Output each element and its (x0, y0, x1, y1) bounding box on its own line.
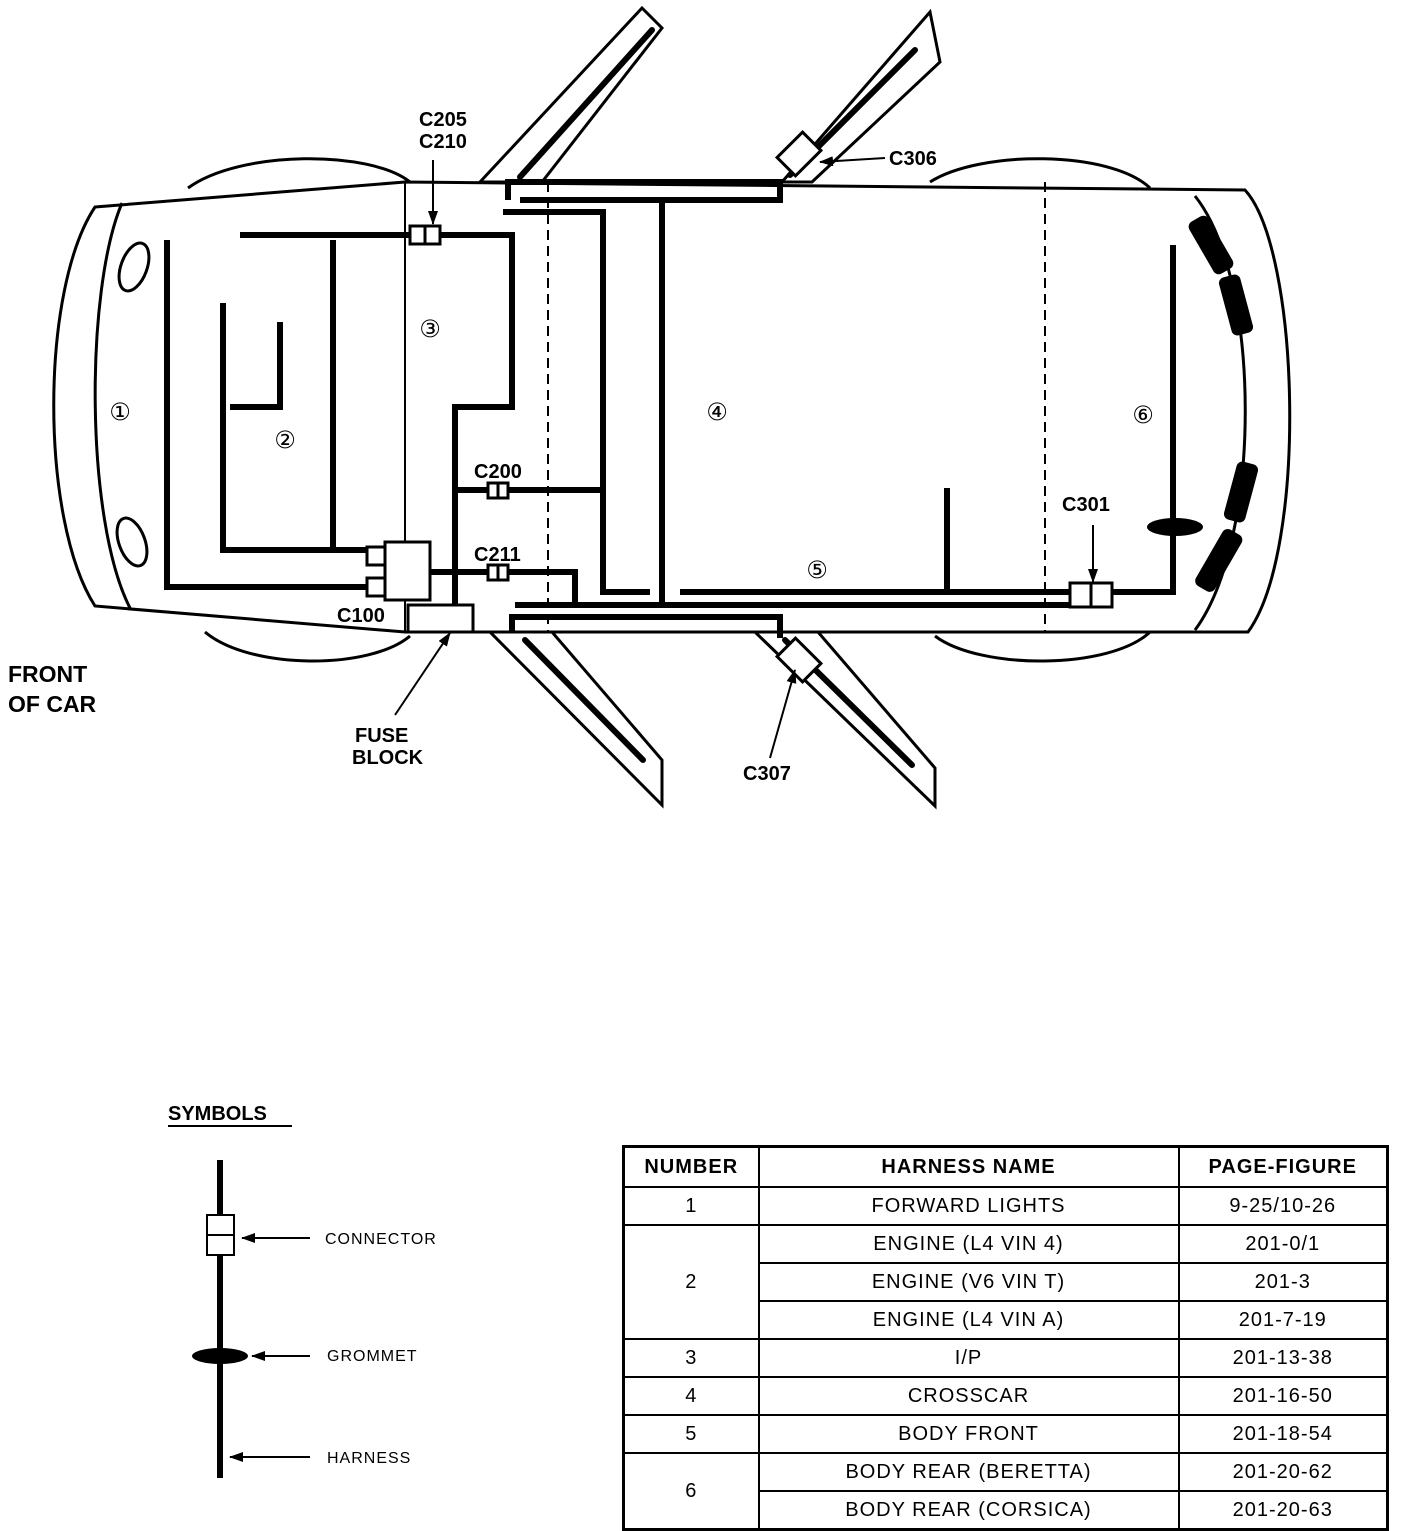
row-number: 6 (622, 1452, 760, 1531)
table-row: 5 BODY FRONT 201-18-54 (622, 1414, 1389, 1454)
table-row: BODY REAR (CORSICA) 201-20-63 (624, 1490, 1389, 1531)
row-harness-name: I/P (757, 1338, 1180, 1378)
zone-label-4: ④ (706, 398, 728, 426)
row-harness-name: ENGINE (L4 VIN 4) (757, 1224, 1180, 1264)
row-harness-name: CROSSCAR (757, 1376, 1180, 1416)
car-body (52, 180, 1292, 634)
row-page-figure: 201-18-54 (1177, 1414, 1389, 1454)
zone-label-5: ⑤ (806, 556, 828, 584)
table-row: ENGINE (V6 VIN T) 201-3 (624, 1262, 1389, 1302)
row-harness-name: ENGINE (L4 VIN A) (757, 1300, 1180, 1340)
connector-label-c301: C301 (1062, 494, 1110, 516)
fuse-block-line-2: BLOCK (352, 747, 424, 769)
row-page-figure: 201-7-19 (1177, 1300, 1389, 1340)
column-header-page-figure: PAGE-FIGURE (1177, 1145, 1389, 1188)
row-number: 5 (622, 1414, 760, 1454)
callout-arrows (394, 156, 1098, 759)
connector-label-c307: C307 (743, 763, 791, 785)
table-row: 1 FORWARD LIGHTS 9-25/10-26 (622, 1186, 1389, 1226)
row-harness-name: BODY FRONT (757, 1414, 1180, 1454)
row-number: 2 (622, 1224, 760, 1340)
zone-label-1: ① (109, 398, 131, 426)
table-header-row: NUMBER HARNESS NAME PAGE-FIGURE (622, 1145, 1389, 1188)
connector-label-c200: C200 (474, 461, 522, 483)
row-number: 3 (622, 1338, 760, 1378)
row-page-figure: 201-20-63 (1177, 1490, 1389, 1531)
front-of-car-line-2: OF CAR (8, 691, 97, 717)
grommet-symbol-icon (192, 1348, 248, 1364)
connector-label-c210: C210 (419, 131, 467, 153)
table-row: 2 ENGINE (L4 VIN 4) 201-0/1 (622, 1224, 1389, 1340)
row-harness-name: ENGINE (V6 VIN T) (757, 1262, 1180, 1302)
symbols-legend: SYMBOLS CONNECTOR GROMMET HARNESS (168, 1103, 437, 1478)
zone-label-2: ② (274, 426, 296, 454)
symbols-title: SYMBOLS (168, 1103, 267, 1125)
connector-label-c306: C306 (889, 148, 937, 170)
wheel-arches (187, 157, 1152, 663)
column-header-harness-name: HARNESS NAME (757, 1145, 1180, 1188)
front-of-car-line-1: FRONT (8, 661, 87, 687)
harness-wires (164, 179, 1176, 638)
connector-label-c100: C100 (337, 605, 385, 627)
zone-label-3: ③ (419, 315, 441, 343)
connector-symbol-label: CONNECTOR (325, 1231, 437, 1248)
harness-symbol-label: HARNESS (327, 1450, 411, 1467)
row-page-figure: 9-25/10-26 (1177, 1186, 1389, 1226)
row-page-figure: 201-16-50 (1177, 1376, 1389, 1416)
connector-label-c205: C205 (419, 109, 467, 131)
row-harness-name: BODY REAR (CORSICA) (757, 1490, 1180, 1531)
connector-blocks (365, 129, 1114, 685)
row-harness-name: FORWARD LIGHTS (757, 1186, 1180, 1226)
row-harness-name: BODY REAR (BERETTA) (757, 1452, 1180, 1492)
connector-symbol-icon (206, 1214, 235, 1256)
row-number: 4 (622, 1376, 760, 1416)
grommet-symbol-label: GROMMET (327, 1348, 418, 1365)
table-row: ENGINE (L4 VIN A) 201-7-19 (624, 1300, 1389, 1340)
taillights (1188, 215, 1259, 592)
table-row: 3 I/P 201-13-38 (622, 1338, 1389, 1378)
table-row: 4 CROSSCAR 201-16-50 (622, 1376, 1389, 1416)
row-page-figure: 201-3 (1177, 1262, 1389, 1302)
grommet-rear (1147, 518, 1203, 536)
row-page-figure: 201-20-62 (1177, 1452, 1389, 1492)
column-header-number: NUMBER (622, 1145, 760, 1188)
zone-label-6: ⑥ (1132, 401, 1154, 429)
row-page-figure: 201-13-38 (1177, 1338, 1389, 1378)
fuse-block-line-1: FUSE (355, 725, 408, 747)
harness-table: NUMBER HARNESS NAME PAGE-FIGURE 1 FORWAR… (622, 1145, 1389, 1531)
table-row: 6 BODY REAR (BERETTA) 201-20-62 (622, 1452, 1389, 1531)
row-page-figure: 201-0/1 (1177, 1224, 1389, 1264)
row-number: 1 (622, 1186, 760, 1226)
connector-label-c211: C211 (474, 544, 521, 566)
